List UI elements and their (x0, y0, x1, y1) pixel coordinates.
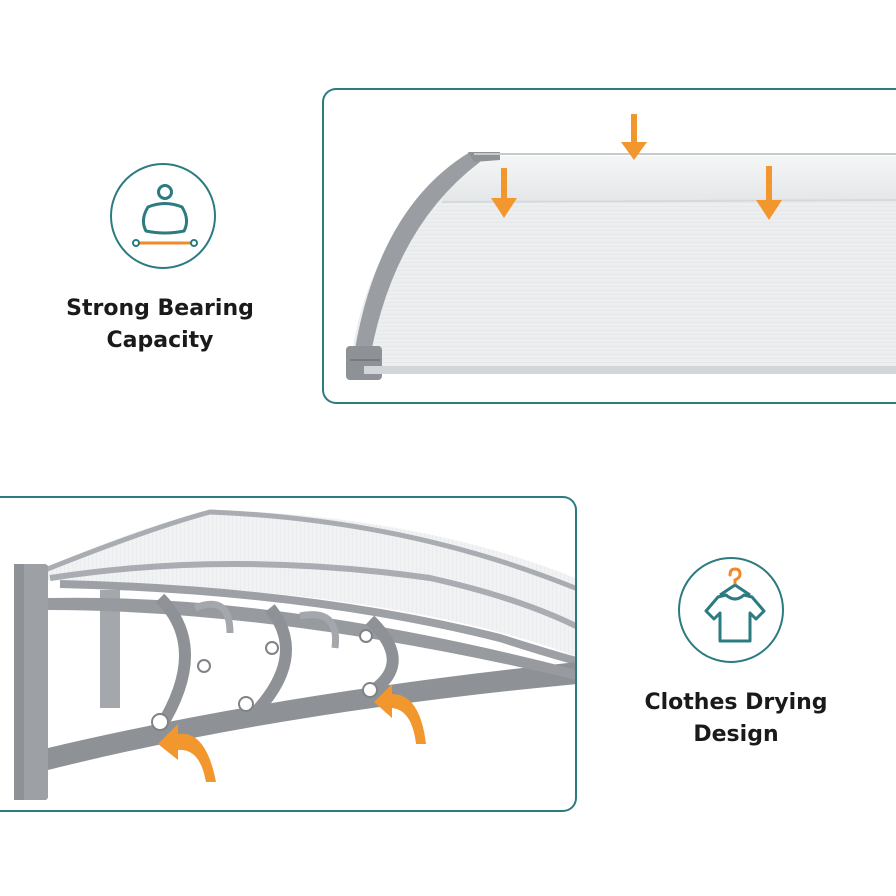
shirt-hanger-icon (678, 557, 784, 663)
caption-line: Clothes Drying (644, 690, 828, 715)
caption-line: Design (693, 722, 779, 747)
canopy-sheet-photo (322, 88, 896, 404)
feature-caption-clothes: Clothes Drying Design (625, 687, 847, 751)
weight-icon (110, 163, 216, 269)
caption-line: Capacity (106, 328, 214, 353)
caption-line: Strong Bearing (66, 296, 254, 321)
canopy-bracket-photo (0, 496, 577, 812)
feature-caption-bearing: Strong Bearing Capacity (50, 293, 270, 357)
